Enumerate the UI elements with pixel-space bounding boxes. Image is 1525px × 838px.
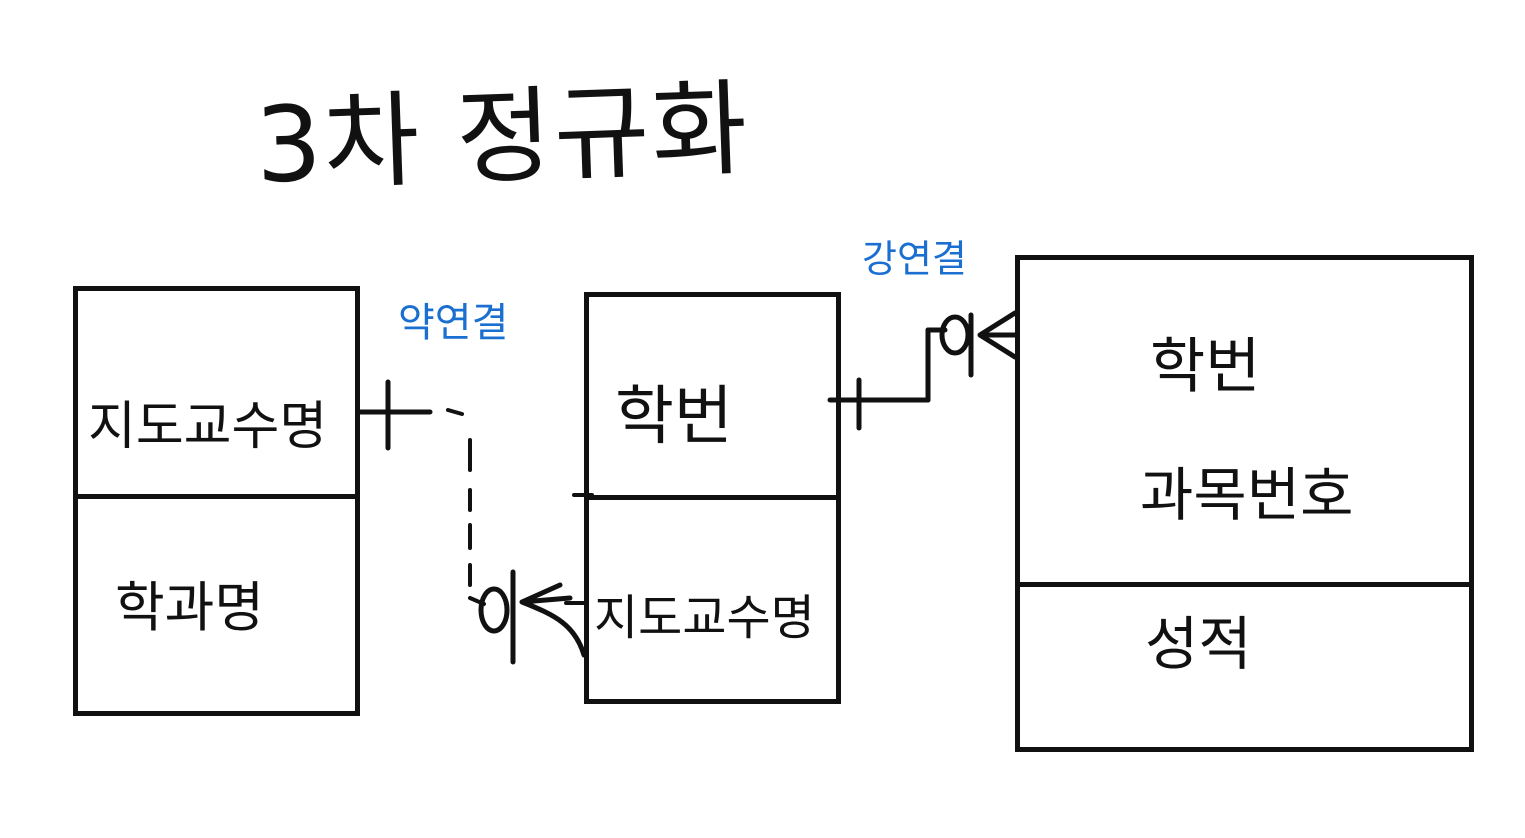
zero-mark	[939, 314, 971, 356]
entity-divider	[589, 495, 836, 500]
entity-student	[584, 292, 841, 704]
advisor-key-field: 지도교수명	[88, 397, 328, 457]
weak-relationship-line	[357, 379, 594, 665]
student-key-field: 학번	[615, 380, 733, 454]
enrollment-key-field-1: 학번	[1150, 332, 1261, 402]
strong-relationship-label: 강연결	[862, 237, 967, 281]
entity-divider	[78, 494, 355, 499]
student-attribute: 지도교수명	[594, 590, 815, 646]
enrollment-key-field-2: 과목번호	[1140, 461, 1354, 529]
entity-enrollment	[1015, 255, 1474, 752]
weak-relationship-label: 약연결	[398, 300, 509, 346]
zero-mark	[478, 586, 510, 634]
enrollment-attribute: 성적	[1145, 610, 1252, 678]
strong-relationship-line	[827, 310, 1018, 431]
advisor-attribute: 학과명	[115, 576, 265, 639]
entity-advisor	[73, 286, 360, 716]
entity-divider	[1020, 582, 1469, 587]
